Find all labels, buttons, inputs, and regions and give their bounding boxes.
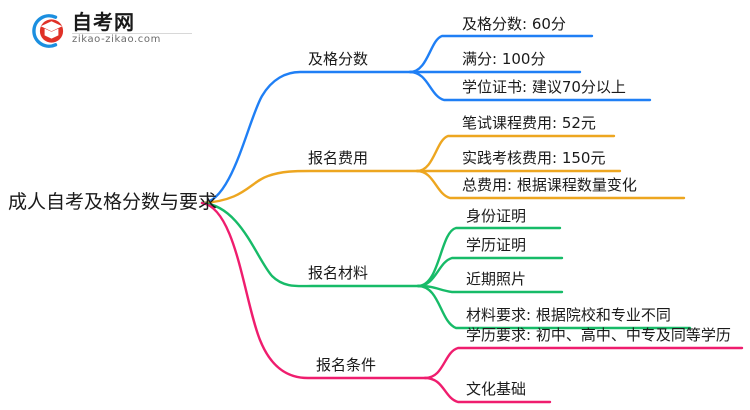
- wire-root-branch-2: [200, 169, 419, 205]
- wire-root-branch-3: [200, 201, 420, 288]
- wire-branch-4-child-1: [423, 346, 744, 380]
- mindmap-leaf-4-1[interactable]: 学历要求: 初中、高中、中专及同等学历: [466, 326, 731, 344]
- site-logo: 自考网 zikao-zikao.com: [28, 10, 198, 52]
- logo-divider: [72, 33, 192, 34]
- mindmap-leaf-1-3[interactable]: 学位证书: 建议70分以上: [462, 78, 626, 96]
- mindmap-branch-node-4[interactable]: 报名条件: [316, 356, 377, 374]
- logo-wordmark: 自考网: [72, 10, 135, 34]
- mindmap-leaf-2-2[interactable]: 实践考核费用: 150元: [462, 149, 606, 167]
- mindmap-leaf-4-2[interactable]: 文化基础: [466, 380, 527, 398]
- mindmap-leaf-1-1[interactable]: 及格分数: 60分: [462, 15, 566, 33]
- mindmap-leaf-2-1[interactable]: 笔试课程费用: 52元: [462, 114, 596, 132]
- mindmap-leaf-1-2[interactable]: 满分: 100分: [462, 50, 546, 68]
- wire-branch-3-child-4: [416, 284, 692, 330]
- mindmap-branch-node-3[interactable]: 报名材料: [308, 264, 369, 282]
- circle-arc-graduation-cap-icon: [32, 14, 64, 48]
- wire-branch-2-child-3: [415, 169, 686, 200]
- mindmap-leaf-3-4[interactable]: 材料要求: 根据院校和专业不同: [466, 306, 671, 324]
- logo-domain: zikao-zikao.com: [72, 34, 161, 45]
- mindmap-leaf-3-3[interactable]: 近期照片: [466, 270, 527, 288]
- mindmap-leaf-3-1[interactable]: 身份证明: [466, 207, 527, 225]
- wire-branch-4-child-2: [423, 376, 552, 404]
- mindmap-leaf-2-3[interactable]: 总费用: 根据课程数量变化: [462, 176, 637, 194]
- mindmap-branch-node-1[interactable]: 及格分数: [308, 50, 369, 68]
- wire-root-branch-4: [200, 201, 427, 380]
- mindmap-branch-node-2[interactable]: 报名费用: [308, 149, 369, 167]
- wire-branch-1-child-3: [408, 70, 652, 102]
- wire-root-branch-1: [200, 70, 412, 205]
- mindmap-root-node[interactable]: 成人自考及格分数与要求: [8, 191, 218, 213]
- mindmap-leaf-3-2[interactable]: 学历证明: [466, 236, 527, 254]
